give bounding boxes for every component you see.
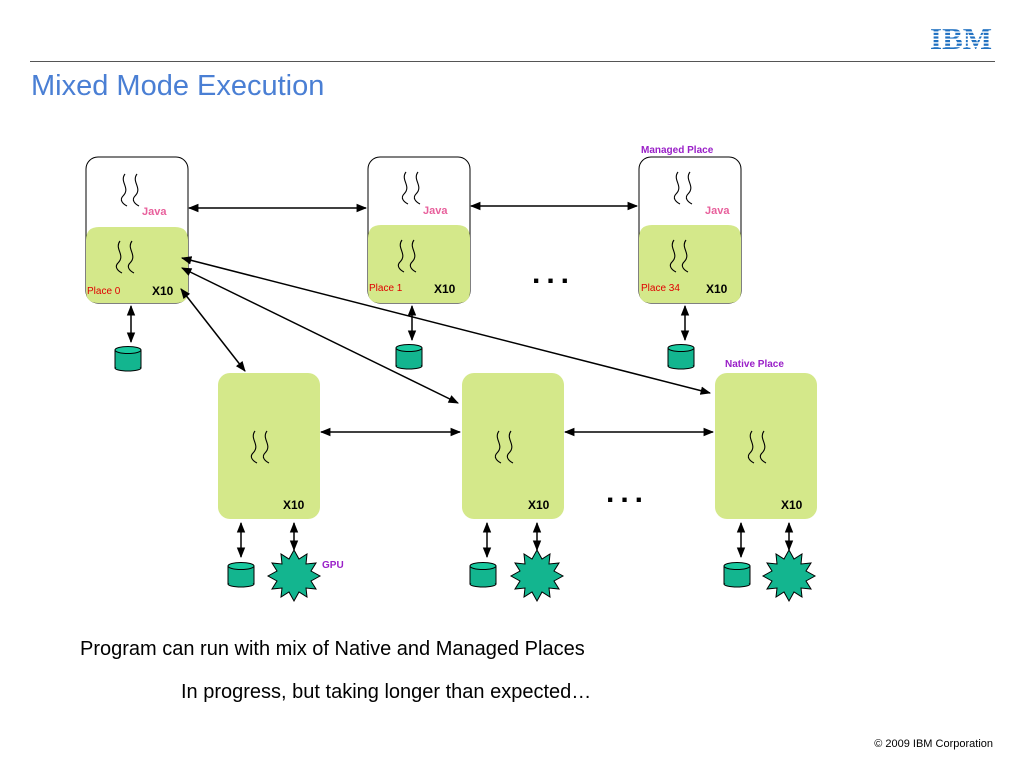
link-arrow (180, 288, 246, 372)
disk-icon (667, 344, 695, 370)
disk-icon (395, 344, 423, 370)
x10-label: X10 (152, 284, 174, 298)
managed-place-0: Java Place 0 X10 (85, 156, 189, 304)
gpu-annotation: GPU (322, 560, 344, 571)
native-place-annotation: Native Place (725, 359, 784, 370)
header-rule (30, 61, 995, 62)
managed-place-1: Java Place 1 X10 (367, 156, 471, 304)
x10-label: X10 (528, 498, 550, 512)
x10-label: X10 (434, 282, 456, 296)
x10-label: X10 (283, 498, 305, 512)
disk-icon (114, 346, 142, 372)
slide-title: Mixed Mode Execution (31, 70, 325, 102)
link-arrow (180, 256, 712, 395)
java-label: Java (142, 206, 167, 218)
gpu-icon (510, 549, 564, 602)
managed-place-annotation: Managed Place (641, 145, 714, 156)
java-label: Java (423, 205, 448, 217)
place-label: Place 0 (87, 286, 121, 297)
ellipsis-bottom: ... (606, 476, 649, 509)
managed-place-34: Java Place 34 X10 (638, 156, 742, 304)
native-place-0: X10 (218, 373, 320, 519)
place-label: Place 1 (369, 283, 403, 294)
gpu-icon (267, 549, 321, 602)
disk-icon (469, 562, 497, 588)
java-label: Java (705, 205, 730, 217)
disk-icon (723, 562, 751, 588)
gpu-icon (762, 549, 816, 602)
ibm-logo: IBM (930, 22, 992, 52)
native-place-1: X10 (462, 373, 564, 519)
caption-line-2: In progress, but taking longer than expe… (181, 681, 592, 703)
x10-label: X10 (781, 498, 803, 512)
caption-line-1: Program can run with mix of Native and M… (80, 638, 585, 660)
x10-label: X10 (706, 282, 728, 296)
place-label: Place 34 (641, 283, 680, 294)
disk-icon (227, 562, 255, 588)
copyright-footer: © 2009 IBM Corporation (874, 738, 993, 750)
native-place-2: X10 (715, 373, 817, 519)
ellipsis-top: ... (532, 257, 575, 290)
ibm-logo-text: IBM (930, 22, 992, 52)
